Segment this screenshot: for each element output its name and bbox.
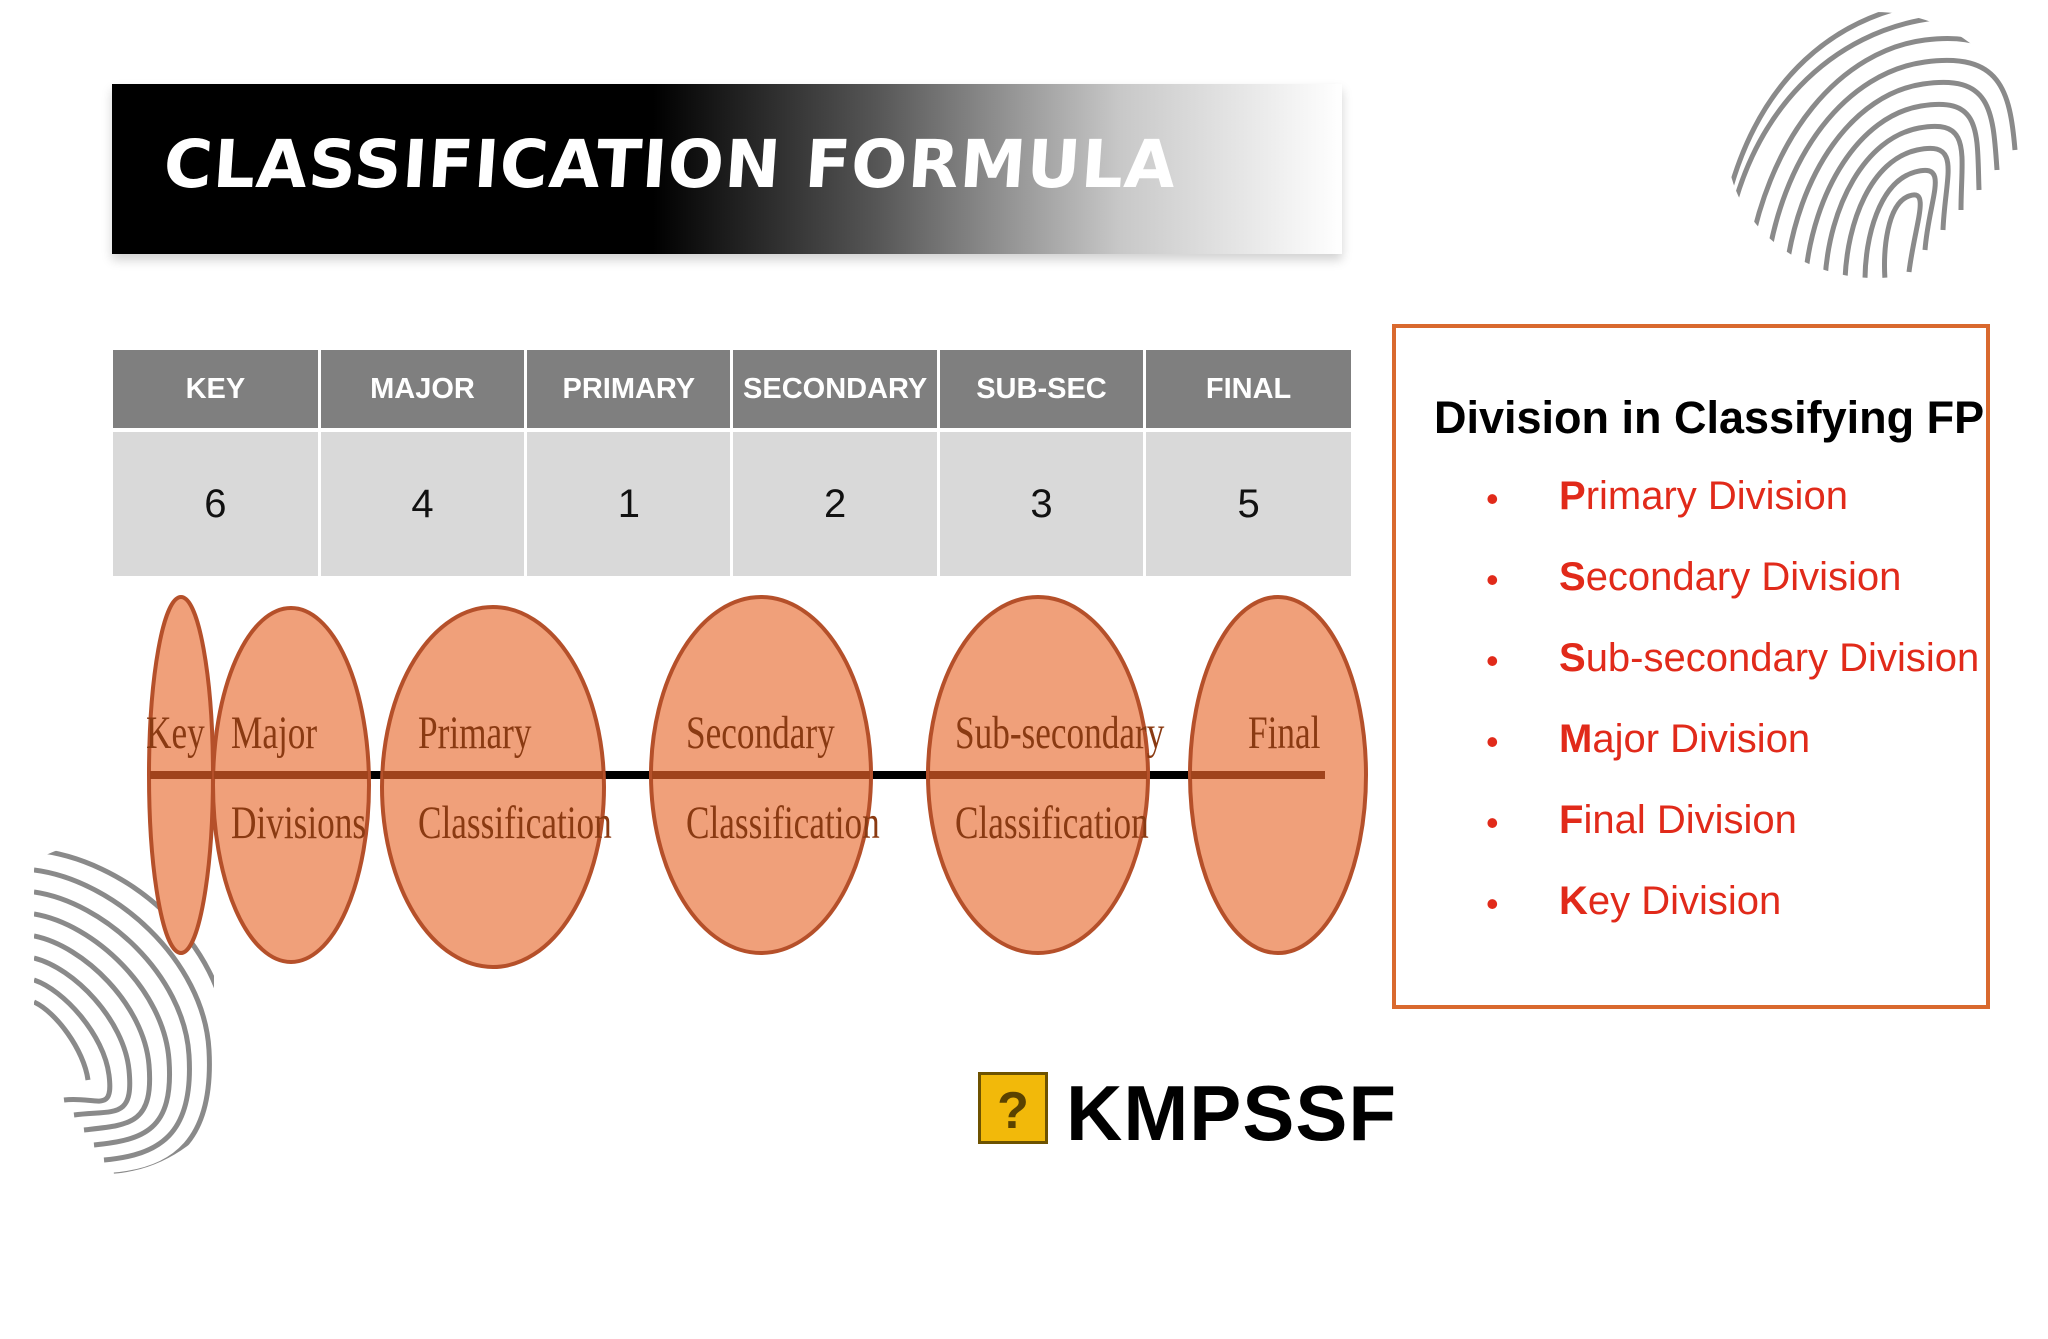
table-cell: 2 <box>731 430 940 576</box>
division-list: • Primary Division • Secondary Division … <box>1396 474 1986 960</box>
oval-primary <box>380 605 606 969</box>
column-header: PRIMARY <box>525 350 734 432</box>
title-banner: CLASSIFICATION FORMULA <box>112 84 1342 254</box>
bullet: • <box>1486 883 1499 924</box>
list-item: • Primary Division <box>1396 474 1986 555</box>
column-header: MAJOR <box>319 350 528 432</box>
list-item-text: Major Division <box>1559 717 1811 761</box>
oval-label-primary-2: Classification <box>418 796 612 848</box>
table-cell: 6 <box>113 430 321 576</box>
fingerprint-icon <box>1727 12 2023 278</box>
logo-text: KMPSSF <box>1066 1069 1398 1157</box>
list-item-text: Final Division <box>1559 798 1797 842</box>
bullet: • <box>1486 802 1499 843</box>
column-header: SECONDARY <box>731 350 940 432</box>
fingerprint-icon <box>34 847 214 1174</box>
division-panel: Division in Classifying FP • Primary Div… <box>1392 324 1990 1009</box>
oval-label-secondary: Secondary <box>686 706 835 758</box>
list-item-text: Key Division <box>1559 879 1782 923</box>
column-header: KEY <box>113 350 321 432</box>
oval-label-final: Final <box>1248 706 1320 758</box>
oval-label-primary: Primary <box>418 706 532 758</box>
oval-label-major-2: Divisions <box>231 796 366 848</box>
column-header: FINAL <box>1144 350 1351 432</box>
list-item: • Sub-secondary Division <box>1396 636 1986 717</box>
list-item-text: Secondary Division <box>1559 555 1902 599</box>
list-item-text: Sub-secondary Division <box>1559 636 1980 680</box>
table-row: 6 4 1 2 3 5 <box>113 430 1351 576</box>
column-header: SUB-SEC <box>938 350 1147 432</box>
bullet: • <box>1486 559 1499 600</box>
question-block-icon: ? <box>978 1072 1048 1144</box>
list-item: • Final Division <box>1396 798 1986 879</box>
list-item: • Major Division <box>1396 717 1986 798</box>
table-header-row: KEY MAJOR PRIMARY SECONDARY SUB-SEC FINA… <box>113 350 1351 432</box>
panel-title: Division in Classifying FP <box>1434 392 1985 443</box>
oval-label-sub-secondary: Sub-secondary <box>955 706 1165 758</box>
table-cell: 1 <box>525 430 734 576</box>
list-item: • Key Division <box>1396 879 1986 960</box>
oval-major <box>211 606 371 964</box>
list-item-text: Primary Division <box>1559 474 1848 518</box>
oval-label-sub-secondary-2: Classification <box>955 796 1149 848</box>
bullet: • <box>1486 721 1499 762</box>
oval-label-secondary-2: Classification <box>686 796 880 848</box>
bullet: • <box>1486 640 1499 681</box>
table-cell: 3 <box>938 430 1147 576</box>
table-cell: 5 <box>1144 430 1351 576</box>
table-cell: 4 <box>319 430 528 576</box>
classification-table: KEY MAJOR PRIMARY SECONDARY SUB-SEC FINA… <box>113 350 1351 576</box>
bullet: • <box>1486 478 1499 519</box>
oval-label-key: Key <box>146 706 205 758</box>
oval-label-major: Major <box>231 706 317 758</box>
list-item: • Secondary Division <box>1396 555 1986 636</box>
